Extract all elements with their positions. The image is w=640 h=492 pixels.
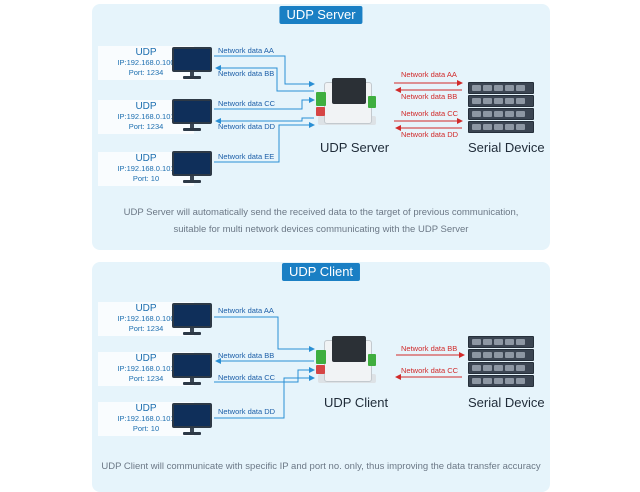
- network-label: Network data CC: [218, 373, 276, 382]
- host-port: Port: 1234: [128, 121, 164, 131]
- host-name: UDP: [135, 353, 157, 364]
- client-connection-lines: [214, 316, 465, 419]
- network-label: Network data EE: [218, 152, 275, 161]
- host-name: UDP: [135, 303, 157, 314]
- network-label: Network data BB: [218, 69, 275, 78]
- host-ip: IP:192.168.0.101: [117, 112, 175, 121]
- host-name: UDP: [135, 47, 157, 58]
- host-port: Port: 1234: [128, 323, 164, 333]
- network-label: Network data DD: [218, 407, 276, 416]
- serial-label: Network data CC: [401, 366, 459, 375]
- server-connection-lines: [214, 55, 463, 163]
- panel-title: UDP Server: [279, 6, 363, 24]
- serial-server-device-icon: [314, 334, 380, 386]
- host-port: Port: 1234: [128, 67, 164, 77]
- host-ip: IP:192.168.0.101: [117, 414, 175, 423]
- server-rack-icon: [468, 336, 534, 388]
- device-caption: UDP Client: [324, 395, 389, 410]
- serial-label: Network data CC: [401, 109, 459, 118]
- host-ip: IP:192.168.0.101: [117, 364, 175, 373]
- serial-label: Network data BB: [401, 92, 458, 101]
- serial-label: Network data DD: [401, 130, 459, 139]
- host-name: UDP: [135, 403, 157, 414]
- serial-label: Network data BB: [401, 344, 458, 353]
- panel-title: UDP Client: [281, 263, 361, 281]
- description-line-2: suitable for multi network devices commu…: [173, 224, 469, 235]
- host-name: UDP: [135, 101, 157, 112]
- serial-server-device-icon: [314, 76, 380, 128]
- description-line-1: UDP Client will communicate with specifi…: [101, 461, 541, 472]
- host-ip: IP:192.168.0.101: [117, 164, 175, 173]
- server-rack-icon: [468, 82, 534, 134]
- serial-device-caption: Serial Device: [468, 395, 545, 410]
- network-label: Network data AA: [218, 306, 274, 315]
- host-ip: IP:192.168.0.100: [117, 314, 175, 323]
- host-ip: IP:192.168.0.100: [117, 58, 175, 67]
- network-label: Network data AA: [218, 46, 274, 55]
- network-label: Network data CC: [218, 99, 276, 108]
- serial-device-caption: Serial Device: [468, 140, 545, 155]
- host-port: Port: 10: [132, 423, 160, 433]
- network-label: Network data DD: [218, 122, 276, 131]
- udp-client-panel: UDP Client UDP IP:192.168.0.100 Port: 12…: [92, 262, 550, 492]
- serial-label: Network data AA: [401, 70, 457, 79]
- host-name: UDP: [135, 153, 157, 164]
- description-line-1: UDP Server will automatically send the r…: [123, 207, 519, 218]
- network-label: Network data BB: [218, 351, 275, 360]
- host-port: Port: 10: [132, 173, 160, 183]
- udp-server-panel: UDP Server UDP IP:192.168.0.100 Port: 12…: [92, 4, 550, 250]
- host-port: Port: 1234: [128, 373, 164, 383]
- device-caption: UDP Server: [320, 140, 390, 155]
